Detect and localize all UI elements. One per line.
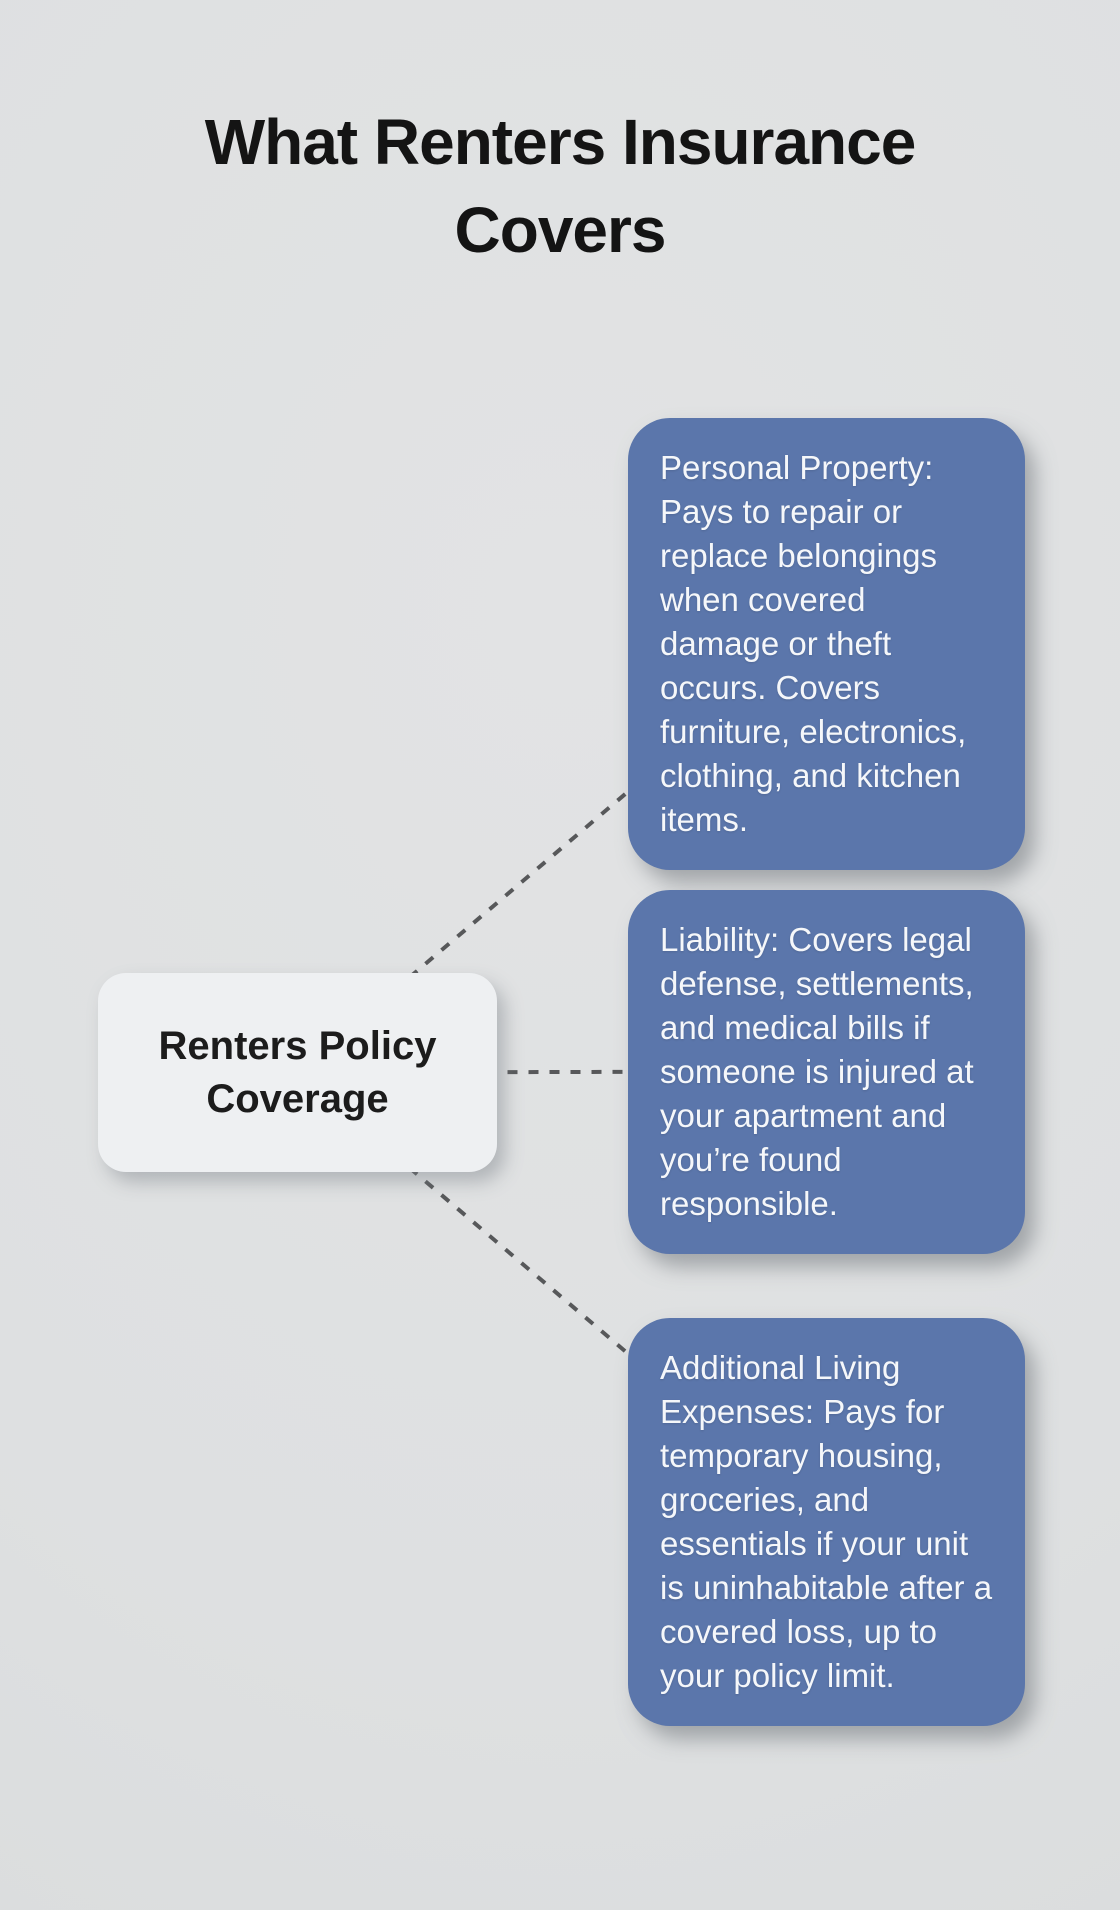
- branch-text-additional-living-expenses: Additional Living Expenses: Pays for tem…: [660, 1349, 993, 1694]
- branch-text-personal-property: Personal Property: Pays to repair or rep…: [660, 449, 967, 838]
- branch-card-liability: Liability: Covers legal defense, settlem…: [628, 890, 1025, 1254]
- branch-card-personal-property: Personal Property: Pays to repair or rep…: [628, 418, 1025, 870]
- center-node: Renters Policy Coverage: [98, 973, 497, 1172]
- page-title: What Renters Insurance Covers: [204, 106, 917, 266]
- center-node-label: Renters Policy Coverage: [158, 1023, 437, 1121]
- branch-text-liability: Liability: Covers legal defense, settlem…: [660, 921, 974, 1222]
- branch-card-additional-living-expenses: Additional Living Expenses: Pays for tem…: [628, 1318, 1025, 1726]
